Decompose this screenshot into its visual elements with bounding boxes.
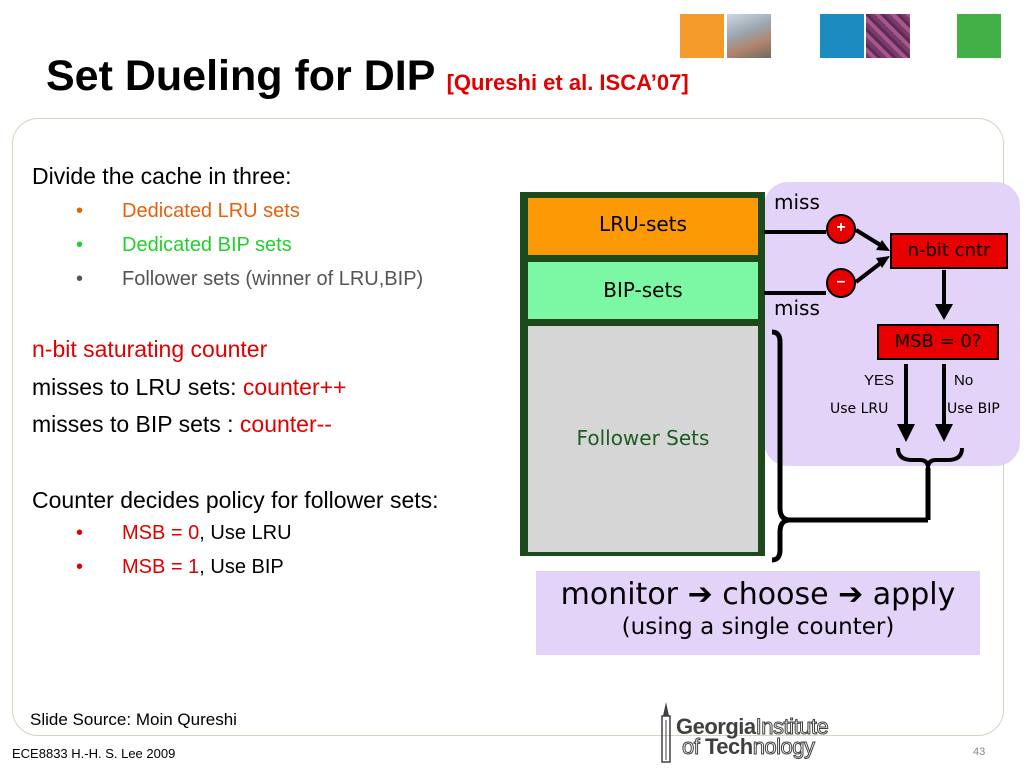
slide-source: Slide Source: Moin Qureshi bbox=[30, 710, 237, 729]
decor-photo-campus-icon bbox=[727, 14, 771, 58]
plus-sign: + bbox=[836, 219, 846, 236]
counter-to-msb-arrowhead bbox=[935, 304, 953, 320]
lru-sets-label: LRU-sets bbox=[599, 212, 687, 236]
yes-label: YES bbox=[864, 372, 895, 389]
policy-bullet-bip-text: MSB = 1, Use BIP bbox=[122, 556, 284, 579]
bullet-dot: • bbox=[76, 268, 84, 290]
bullet-dot: • bbox=[76, 556, 84, 578]
slide-title-citation: [Qureshi et al. ISCA’07] bbox=[446, 70, 689, 95]
bullet-lru-text: Dedicated LRU sets bbox=[122, 200, 300, 222]
lru-miss-line: misses to LRU sets: counter++ bbox=[32, 374, 346, 401]
policy-rest-1: , Use BIP bbox=[199, 556, 284, 578]
slide-title: Set Dueling for DIP [Qureshi et al. ISCA… bbox=[46, 52, 689, 101]
use-bip-label: Use BIP bbox=[947, 401, 1000, 417]
plus-connector bbox=[854, 228, 884, 248]
summary-choose: choose bbox=[722, 577, 829, 612]
bullet-dot: • bbox=[76, 200, 84, 222]
summary-box: monitor ➔ choose ➔ apply (using a single… bbox=[536, 571, 980, 655]
logo-tech: Tech bbox=[704, 734, 753, 759]
policy-bullet-lru-text: MSB = 0, Use LRU bbox=[122, 522, 292, 545]
minus-arrowhead bbox=[876, 256, 890, 268]
decor-square-green bbox=[957, 14, 1001, 58]
bullet-follower-text: Follower sets (winner of LRU,BIP) bbox=[122, 268, 424, 290]
bullet-dot: • bbox=[76, 522, 84, 544]
msb-check-box: MSB = 0? bbox=[877, 324, 999, 360]
follower-brace bbox=[771, 329, 791, 563]
logo-institute: Institute bbox=[755, 714, 829, 740]
miss-label-top: miss bbox=[774, 190, 820, 214]
logo-line-1: GeorgiaInstitute bbox=[676, 714, 829, 740]
bip-sets-box: BIP-sets bbox=[528, 262, 758, 319]
minus-connector bbox=[854, 260, 884, 284]
counter-heading: n-bit saturating counter bbox=[32, 336, 268, 362]
decor-square-orange bbox=[680, 14, 724, 58]
logo-nology: nology bbox=[752, 734, 815, 760]
bip-miss-line: misses to BIP sets : counter-- bbox=[32, 411, 332, 438]
no-label: No bbox=[954, 372, 974, 389]
page-number: 43 bbox=[973, 746, 986, 758]
summary-note: (using a single counter) bbox=[621, 614, 895, 640]
use-lru-label: Use LRU bbox=[830, 401, 889, 417]
bip-sets-label: BIP-sets bbox=[603, 278, 683, 302]
logo-of: of bbox=[682, 734, 705, 760]
summary-flow: monitor ➔ choose ➔ apply bbox=[536, 577, 980, 612]
decor-square-blue bbox=[820, 14, 864, 58]
policy-rest-0: , Use LRU bbox=[199, 522, 292, 544]
georgia-tech-logo: GeorgiaInstitute of Technology bbox=[642, 698, 890, 764]
minus-sign: – bbox=[836, 273, 846, 290]
summary-apply: apply bbox=[872, 577, 956, 612]
bip-miss-action: counter-- bbox=[239, 411, 332, 437]
lru-miss-prefix: misses to LRU sets: bbox=[32, 374, 243, 400]
bip-miss-prefix: misses to BIP sets : bbox=[32, 411, 240, 437]
arrow-right-icon: ➔ bbox=[838, 577, 864, 612]
bullet-dot: • bbox=[76, 234, 84, 256]
merge-brace bbox=[896, 447, 964, 469]
yes-arrowhead bbox=[897, 424, 915, 442]
policy-intro: Counter decides policy for follower sets… bbox=[32, 487, 439, 513]
follower-sets-label: Follower Sets bbox=[576, 426, 710, 450]
footer-course: ECE8833 H.-H. S. Lee 2009 bbox=[12, 746, 176, 761]
logo-line-2: of Technology bbox=[682, 734, 816, 760]
lru-sets-box: LRU-sets bbox=[528, 198, 758, 255]
intro-text: Divide the cache in three: bbox=[32, 163, 292, 189]
tech-tower-icon bbox=[661, 702, 671, 763]
policy-cond-1: MSB = 1 bbox=[122, 556, 200, 578]
plus-node: + bbox=[826, 214, 856, 244]
minus-node: – bbox=[826, 268, 856, 298]
logo-georgia: Georgia bbox=[676, 714, 756, 739]
plus-arrowhead bbox=[876, 240, 890, 251]
bullet-bip-text: Dedicated BIP sets bbox=[122, 234, 292, 256]
slide-title-text: Set Dueling for DIP bbox=[46, 52, 447, 100]
summary-monitor: monitor bbox=[560, 577, 679, 612]
counter-box: n-bit cntr bbox=[890, 233, 1008, 269]
arrow-right-icon: ➔ bbox=[687, 577, 713, 612]
miss-label-bottom: miss bbox=[774, 296, 820, 320]
follower-sets-box: Follower Sets bbox=[528, 326, 758, 552]
policy-cond-0: MSB = 0 bbox=[122, 522, 200, 544]
no-arrowhead bbox=[935, 424, 953, 442]
lru-miss-action: counter++ bbox=[242, 374, 347, 400]
decor-photo-chip-icon bbox=[866, 14, 910, 58]
